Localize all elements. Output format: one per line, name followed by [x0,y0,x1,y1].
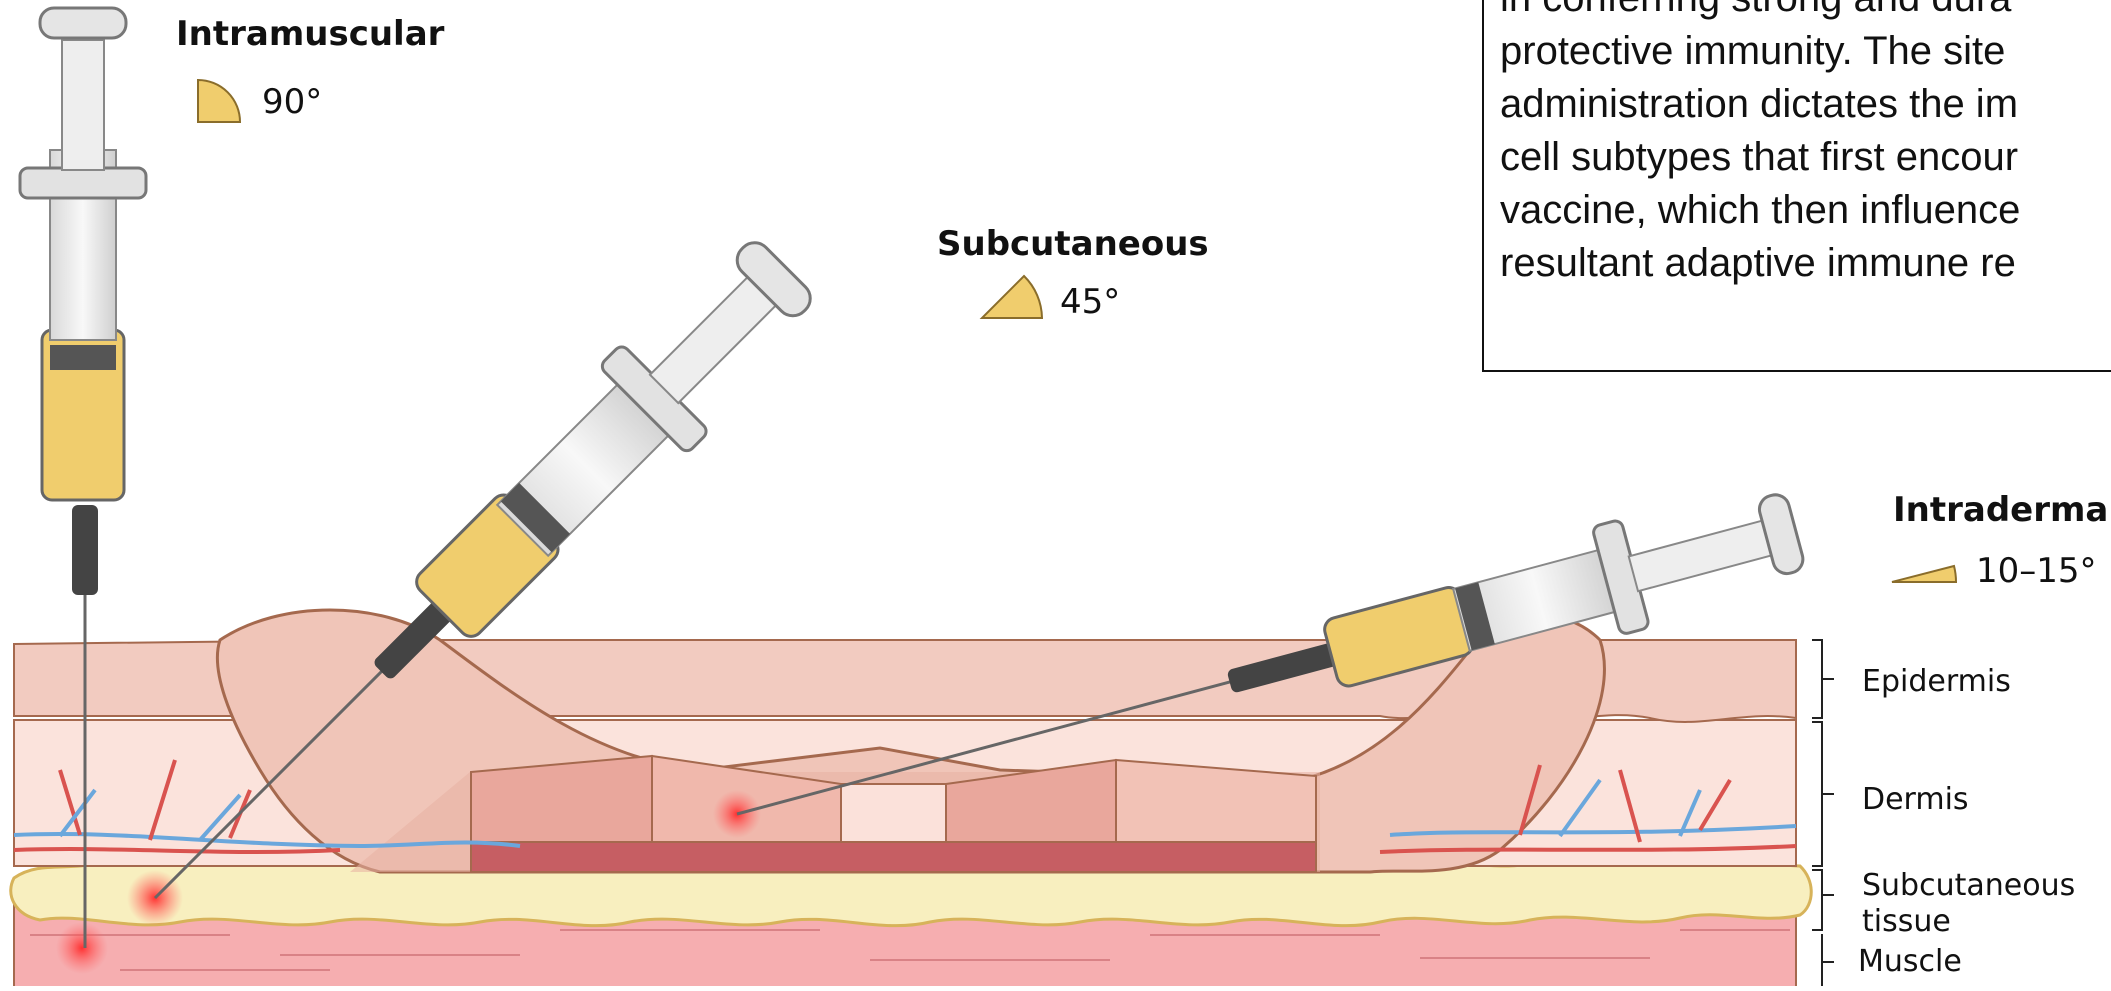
intramuscular-title: Intramuscular [176,14,444,54]
label-subcutaneous-tissue: Subcutaneous tissue [1862,868,2082,940]
intramuscular-angle: 90° [262,82,322,122]
label-epidermis: Epidermis [1862,664,2011,700]
intradermal-angle: 10–15° [1976,551,2097,591]
layer-brackets [1812,640,1834,986]
subcutaneous-angle: 45° [1060,282,1120,322]
caption-text: in conferring strong and dura protective… [1500,0,2111,290]
caption-box: in conferring strong and dura protective… [1482,0,2111,372]
angle-10-15-icon [1892,566,1956,582]
intradermal-title: Intradermal [1893,490,2111,530]
angle-90-icon [198,80,240,122]
angle-45-icon [982,276,1042,318]
intramuscular-site [56,922,108,974]
subcutaneous-title: Subcutaneous [937,224,1209,264]
label-dermis: Dermis [1862,782,1969,818]
label-muscle: Muscle [1858,944,1962,980]
